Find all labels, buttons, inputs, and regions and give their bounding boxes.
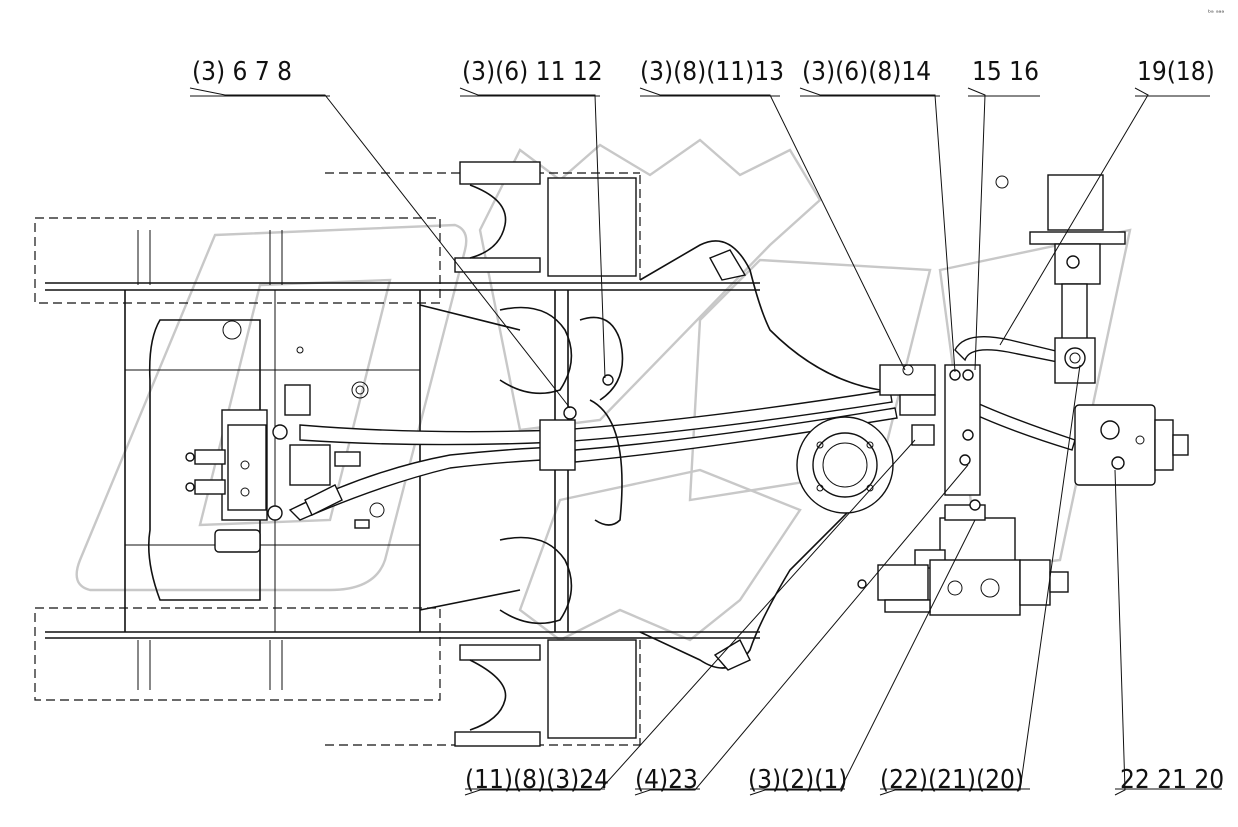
callouts-bottom: (11)(8)(3)24 (4)23 (3)(2)(1) (22)(21)(20… — [465, 765, 1224, 795]
callout-6: 19(18) — [1137, 57, 1215, 87]
callout-8: (4)23 — [635, 765, 698, 795]
callouts-top: (3) 6 7 8 (3)(6) 11 12 (3)(8)(11)13 (3)(… — [192, 57, 1215, 87]
axle-hubs — [454, 161, 637, 747]
callout-1: (3) 6 7 8 — [192, 57, 292, 87]
hoses — [288, 335, 1076, 521]
callout-2: (3)(6) 11 12 — [462, 57, 603, 87]
callout-10: (22)(21)(20) — [880, 765, 1024, 795]
center-crossmember — [499, 290, 624, 632]
left-panel — [147, 319, 385, 601]
callout-5: 15 16 — [972, 57, 1039, 87]
left-control-valve — [185, 384, 361, 521]
callout-7: (11)(8)(3)24 — [465, 765, 609, 795]
leader-lines — [189, 87, 1222, 796]
corner-mark: ᵇᵃ ᵃᵃᵃ — [1208, 9, 1224, 17]
callout-11: 22 21 20 — [1120, 765, 1224, 795]
filter-assembly — [1029, 174, 1126, 384]
right-frame — [639, 240, 894, 671]
callout-9: (3)(2)(1) — [748, 765, 847, 795]
frame-rails — [45, 230, 760, 690]
callout-4: (3)(6)(8)14 — [802, 57, 931, 87]
callout-3: (3)(8)(11)13 — [640, 57, 784, 87]
lower-control-valve — [857, 499, 1069, 616]
gear-pump — [1074, 404, 1189, 486]
